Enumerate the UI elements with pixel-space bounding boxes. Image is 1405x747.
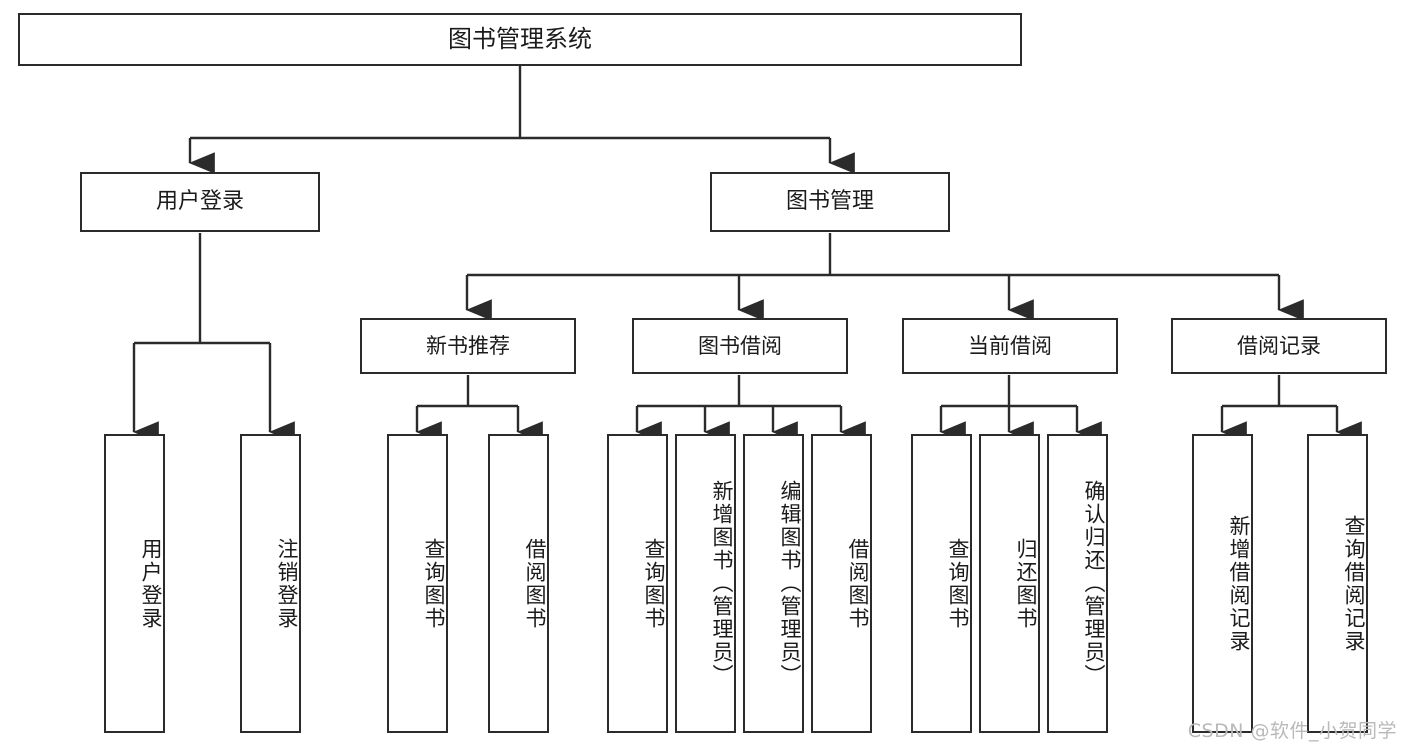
node-leaf-query-book-borrow[interactable]: 查询图书 xyxy=(607,434,668,733)
node-leaf-borrow-book-label: 借阅图书 xyxy=(846,537,870,630)
node-user-login-label: 用户登录 xyxy=(155,189,244,215)
node-leaf-confirm-return-admin[interactable]: 确认归还（管理员） xyxy=(1047,434,1108,733)
node-new-book-recommend-label: 新书推荐 xyxy=(426,333,510,358)
node-leaf-query-book-borrow-label: 查询图书 xyxy=(642,537,666,630)
node-leaf-query-borrow-record[interactable]: 查询借阅记录 xyxy=(1307,434,1368,733)
node-book-management-label: 图书管理 xyxy=(785,189,874,215)
node-leaf-query-book-current-label: 查询图书 xyxy=(946,537,970,630)
node-leaf-user-login[interactable]: 用户登录 xyxy=(104,434,165,733)
node-current-borrow-label: 当前借阅 xyxy=(968,333,1052,358)
node-new-book-recommend[interactable]: 新书推荐 xyxy=(360,318,576,374)
watermark-label: CSDN @软件_小贺同学 xyxy=(1187,720,1397,742)
node-root-label: 图书管理系统 xyxy=(448,25,592,54)
node-leaf-borrow-book-recommend-label: 借阅图书 xyxy=(523,537,547,630)
node-leaf-add-book-admin[interactable]: 新增图书（管理员） xyxy=(675,434,736,733)
node-leaf-query-borrow-record-label: 查询借阅记录 xyxy=(1342,514,1366,653)
node-book-management[interactable]: 图书管理 xyxy=(710,172,950,232)
node-current-borrow[interactable]: 当前借阅 xyxy=(902,318,1118,374)
node-book-borrow[interactable]: 图书借阅 xyxy=(632,318,848,374)
node-leaf-query-book-current[interactable]: 查询图书 xyxy=(911,434,972,733)
node-borrow-record[interactable]: 借阅记录 xyxy=(1171,318,1387,374)
node-leaf-confirm-return-admin-label: 确认归还（管理员） xyxy=(1082,480,1106,687)
node-leaf-add-borrow-record-label: 新增借阅记录 xyxy=(1227,514,1251,653)
node-book-borrow-label: 图书借阅 xyxy=(698,333,782,358)
node-leaf-query-book-recommend[interactable]: 查询图书 xyxy=(387,434,448,733)
node-user-login[interactable]: 用户登录 xyxy=(80,172,320,232)
node-leaf-return-book-label: 归还图书 xyxy=(1014,537,1038,630)
node-borrow-record-label: 借阅记录 xyxy=(1237,333,1321,358)
node-leaf-add-book-admin-label: 新增图书（管理员） xyxy=(710,480,734,687)
node-leaf-edit-book-admin[interactable]: 编辑图书（管理员） xyxy=(743,434,804,733)
node-leaf-query-book-recommend-label: 查询图书 xyxy=(422,537,446,630)
node-leaf-add-borrow-record[interactable]: 新增借阅记录 xyxy=(1192,434,1253,733)
node-leaf-borrow-book[interactable]: 借阅图书 xyxy=(811,434,872,733)
node-leaf-borrow-book-recommend[interactable]: 借阅图书 xyxy=(488,434,549,733)
node-leaf-logout-label: 注销登录 xyxy=(275,537,299,630)
node-leaf-logout[interactable]: 注销登录 xyxy=(240,434,301,733)
node-root[interactable]: 图书管理系统 xyxy=(18,13,1022,66)
node-leaf-edit-book-admin-label: 编辑图书（管理员） xyxy=(778,480,802,687)
node-leaf-return-book[interactable]: 归还图书 xyxy=(979,434,1040,733)
node-leaf-user-login-label: 用户登录 xyxy=(139,537,163,630)
